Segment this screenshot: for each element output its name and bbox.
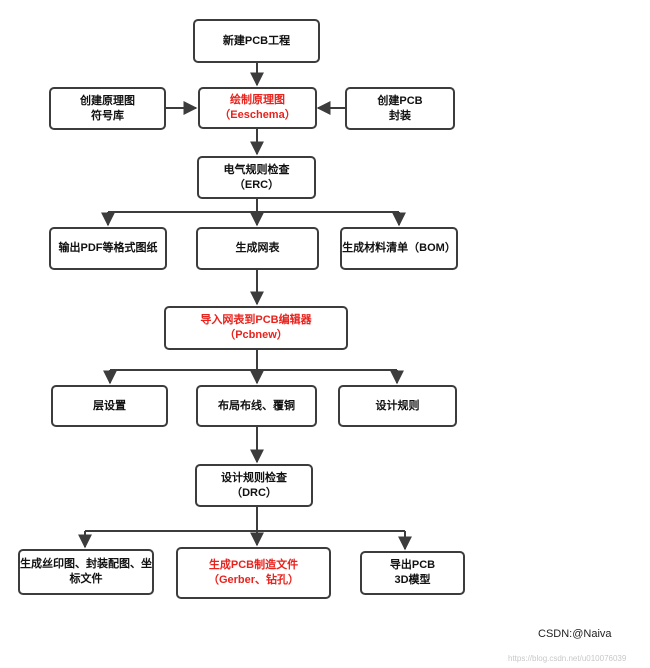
- node-label: 层设置: [93, 399, 126, 412]
- node-label: 导出PCB: [389, 559, 436, 571]
- node-label: 电气规则检查: [223, 163, 290, 176]
- node-sublabel: 封装: [389, 109, 411, 122]
- node-erc[interactable]: 电气规则检查 （ERC）: [197, 156, 316, 199]
- node-label: 创建原理图: [80, 94, 135, 107]
- node-layout-routing[interactable]: 布局布线、覆铜: [196, 385, 317, 427]
- node-import-pcbnew[interactable]: 导入网表到PCB编辑器 （Pcbnew）: [164, 306, 348, 350]
- node-drc[interactable]: 设计规则检查 （DRC）: [195, 464, 313, 507]
- node-silkscreen-files[interactable]: 生成丝印图、封装配图、坐 标文件: [18, 549, 154, 595]
- node-label: 生成材料清单（BOM）: [342, 242, 456, 254]
- node-layer-settings[interactable]: 层设置: [51, 385, 168, 427]
- node-symbol-library[interactable]: 创建原理图 符号库: [49, 87, 166, 130]
- node-label: 设计规则检查: [221, 471, 287, 484]
- node-bom[interactable]: 生成材料清单（BOM）: [340, 227, 458, 270]
- node-sublabel: 3D模型: [394, 574, 431, 586]
- source-url: https://blog.csdn.net/u010076039: [508, 654, 627, 663]
- node-netlist[interactable]: 生成网表: [196, 227, 319, 270]
- node-new-project[interactable]: 新建PCB工程: [193, 19, 320, 63]
- node-sublabel: （Eeschema）: [219, 109, 296, 121]
- node-sublabel: （DRC）: [231, 486, 277, 499]
- node-sublabel: （ERC）: [233, 178, 280, 191]
- watermark: CSDN:@Naiva: [538, 628, 612, 640]
- node-sublabel: （Pcbnew）: [224, 329, 288, 341]
- node-design-rules[interactable]: 设计规则: [338, 385, 457, 427]
- node-label: 布局布线、覆铜: [218, 399, 295, 412]
- node-sublabel: 标文件: [69, 573, 103, 585]
- node-sublabel: （Gerber、钻孔）: [207, 574, 300, 586]
- node-label: 导入网表到PCB编辑器: [200, 314, 312, 326]
- node-label: 生成网表: [235, 242, 280, 254]
- node-label: 生成PCB制造文件: [208, 559, 299, 571]
- node-label: 设计规则: [375, 399, 420, 412]
- node-label: 新建PCB工程: [222, 34, 291, 47]
- node-draw-schematic[interactable]: 绘制原理图 （Eeschema）: [198, 87, 317, 129]
- node-label: 创建PCB: [377, 94, 423, 107]
- node-sublabel: 符号库: [91, 109, 124, 122]
- node-export-pdf[interactable]: 输出PDF等格式图纸: [49, 227, 167, 270]
- node-label: 绘制原理图: [230, 94, 285, 106]
- node-label: 生成丝印图、封装配图、坐: [20, 558, 152, 570]
- node-pcb-footprint[interactable]: 创建PCB 封装: [345, 87, 455, 130]
- node-manufacturing-files[interactable]: 生成PCB制造文件 （Gerber、钻孔）: [176, 547, 331, 599]
- node-label: 输出PDF等格式图纸: [58, 242, 158, 254]
- node-export-3d[interactable]: 导出PCB 3D模型: [360, 551, 465, 595]
